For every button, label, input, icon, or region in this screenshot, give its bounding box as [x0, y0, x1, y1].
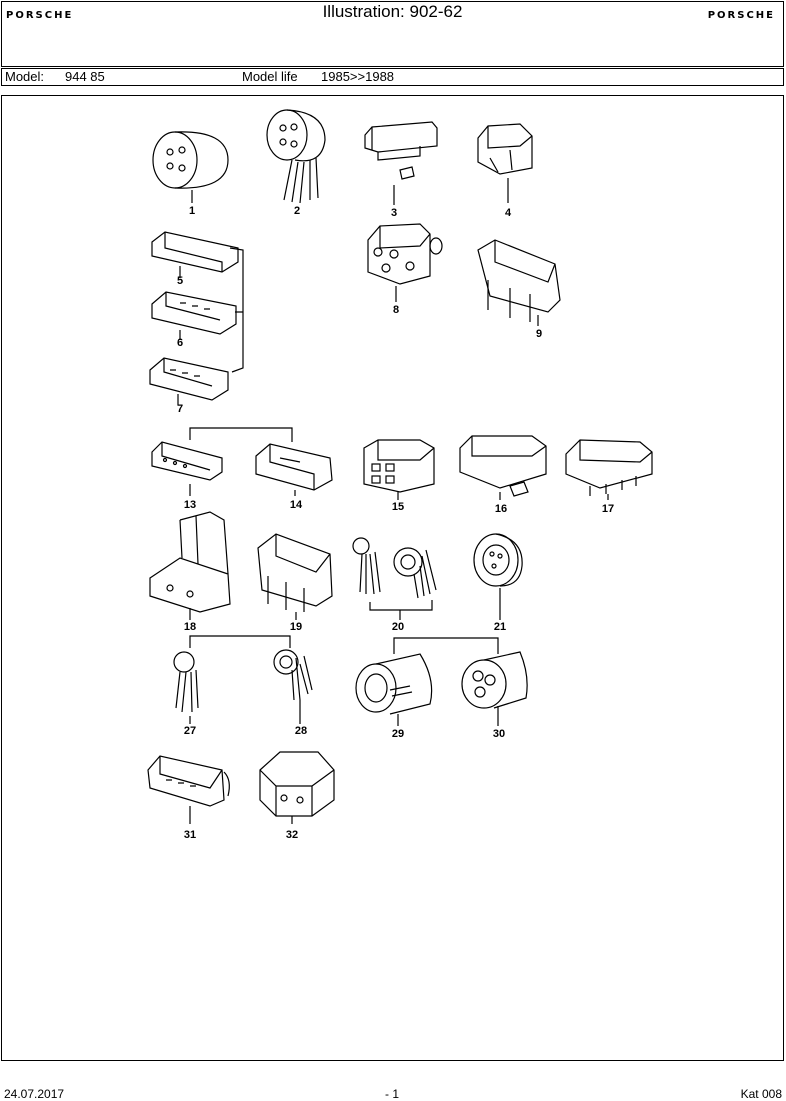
- part-1-drawing: [152, 131, 229, 203]
- part-label: 28: [295, 725, 307, 737]
- part-label: 20: [392, 621, 404, 633]
- part-2-drawing: [266, 109, 326, 204]
- model-life-value: 1985>>1988: [321, 69, 395, 84]
- part-3-drawing: [364, 121, 438, 205]
- page-title: Illustration: 902-62: [322, 2, 463, 21]
- part-29-30-drawing: [355, 637, 528, 726]
- part-label: 4: [505, 207, 512, 219]
- part-8-drawing: [367, 223, 443, 302]
- part-label: 30: [493, 728, 505, 740]
- header-box: PORSCHE Illustration: 902-62 PORSCHE: [1, 1, 784, 67]
- part-label: 16: [495, 503, 507, 515]
- part-19-drawing: [257, 533, 333, 620]
- model-life-label: Model life: [242, 69, 298, 84]
- part-21-drawing: [473, 533, 523, 620]
- part-20-drawing: [352, 537, 437, 620]
- part-5-6-7-drawing: [149, 231, 244, 405]
- part-label: 13: [184, 499, 196, 511]
- part-label: 31: [184, 829, 196, 841]
- part-32-drawing: [259, 751, 335, 824]
- part-27-28-drawing: [173, 635, 313, 724]
- part-label: 21: [494, 621, 506, 633]
- part-label: 19: [290, 621, 302, 633]
- part-31-drawing: [147, 755, 230, 824]
- part-label: 5: [177, 275, 183, 287]
- part-label: 29: [392, 728, 404, 740]
- model-value: 944 85: [65, 69, 105, 84]
- part-label: 2: [294, 205, 300, 217]
- part-9-drawing: [477, 239, 561, 326]
- illustration-frame: [1, 95, 784, 1061]
- part-label: 1: [189, 205, 195, 217]
- footer-page: - 1: [385, 1087, 400, 1101]
- part-label: 17: [602, 503, 614, 515]
- part-label: 6: [177, 337, 183, 349]
- part-13-14-drawing: [151, 427, 333, 496]
- part-4-drawing: [477, 123, 533, 203]
- part-label: 8: [393, 304, 399, 316]
- model-row: Model: 944 85 Model life 1985>>1988: [1, 68, 784, 86]
- part-15-drawing: [363, 439, 435, 500]
- footer-date: 24.07.2017: [4, 1087, 65, 1101]
- part-label: 32: [286, 829, 298, 841]
- part-label: 3: [391, 207, 397, 219]
- part-label: 18: [184, 621, 196, 633]
- part-label: 15: [392, 501, 404, 513]
- footer-catalog: Kat 008: [740, 1087, 782, 1101]
- part-labels: 1 2 3 4 5 6 7 8 9 13 14 15 16 17 18 19 2…: [177, 205, 614, 841]
- part-label: 9: [536, 328, 542, 340]
- model-label: Model:: [5, 69, 45, 84]
- part-17-drawing: [565, 439, 653, 500]
- part-18-drawing: [149, 511, 231, 620]
- brand-logo-left: PORSCHE: [6, 10, 74, 21]
- part-label: 7: [177, 403, 183, 415]
- brand-logo-right: PORSCHE: [707, 10, 775, 21]
- part-16-drawing: [459, 435, 547, 500]
- part-label: 27: [184, 725, 196, 737]
- part-label: 14: [290, 499, 303, 511]
